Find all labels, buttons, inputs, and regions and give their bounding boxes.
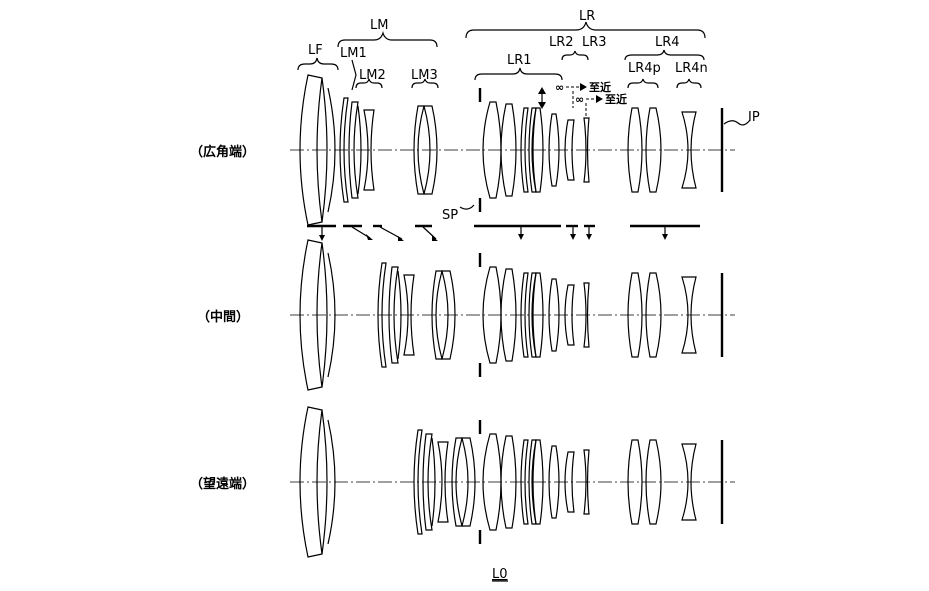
label-lr3: LR3	[582, 35, 607, 50]
infinity-mark-1: ∞	[555, 81, 564, 94]
arrowhead-down	[538, 102, 546, 109]
lens-row-tele	[299, 406, 724, 558]
row-label-middle: （中間）	[197, 309, 249, 325]
row-label-tele: （望遠端）	[190, 476, 255, 492]
bracket-lm	[337, 30, 438, 48]
lens-row-middle	[299, 239, 724, 391]
arrowhead-up	[538, 87, 546, 94]
label-sp: SP	[442, 208, 458, 223]
leader-sp	[459, 204, 475, 210]
label-lr: LR	[579, 9, 595, 24]
bracket-lr4p	[627, 78, 659, 89]
label-lr2: LR2	[549, 35, 574, 50]
row-label-wide: （広角端）	[190, 144, 255, 160]
label-lr4p: LR4p	[628, 61, 661, 76]
leader-lm1	[351, 59, 357, 91]
label-lr4: LR4	[655, 35, 680, 50]
infinity-mark-2: ∞	[575, 93, 584, 106]
label-lm3: LM3	[411, 68, 438, 83]
bracket-lr4n	[676, 78, 702, 89]
label-lr4n: LR4n	[675, 61, 708, 76]
lens-row-wide	[299, 74, 724, 226]
bracket-lm2	[355, 78, 383, 89]
leader-ip	[723, 119, 751, 126]
bracket-lm3	[411, 78, 439, 89]
bracket-lr	[465, 21, 706, 39]
near-label-2: 至近	[605, 92, 627, 106]
movement-indicators	[307, 224, 700, 241]
label-lf: LF	[308, 43, 323, 58]
near-label-1: 至近	[589, 80, 611, 94]
label-lm1: LM1	[340, 46, 367, 61]
arrowhead-lr2	[580, 83, 587, 91]
label-lr1: LR1	[507, 53, 532, 68]
label-lm: LM	[370, 18, 388, 33]
bracket-lf	[297, 57, 339, 71]
bracket-lr4	[624, 49, 705, 61]
label-lm2: LM2	[359, 68, 386, 83]
bracket-lr1	[474, 67, 563, 81]
arrowhead-lr3	[596, 95, 603, 103]
bracket-lr2-lr3	[561, 50, 589, 61]
label-ip: IP	[748, 110, 760, 125]
figure-label: L0	[492, 567, 508, 582]
